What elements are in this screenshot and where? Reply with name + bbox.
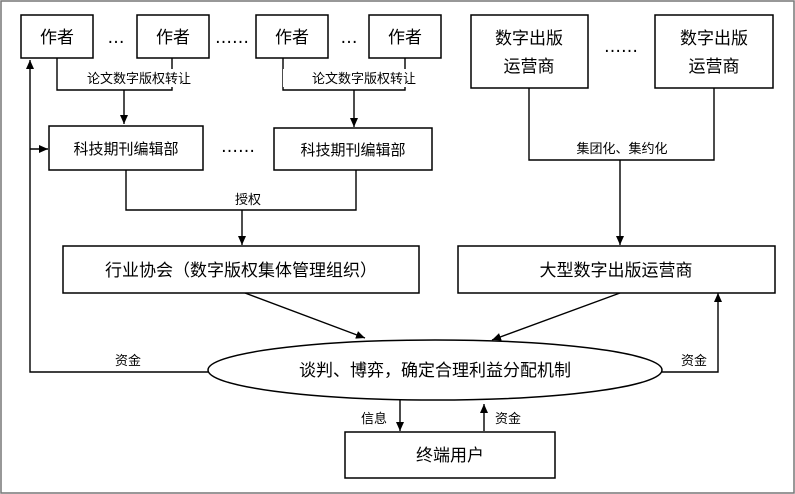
association-label: 行业协会（数字版权集体管理组织） [105,261,377,281]
arrow-operator-to-negotiation [491,292,621,341]
operator-box-label-line1: 数字出版 [680,29,748,49]
funds-label-user: 资金 [495,411,521,427]
operators-ellipsis: …… [604,37,638,57]
arrow-association-to-negotiation [244,292,366,339]
operator-box-1: 数字出版 运营商 [470,14,589,89]
author-box-label: 作者 [388,28,422,48]
author-box-label: 作者 [156,28,190,48]
journal-box-label: 科技期刊编辑部 [300,141,405,159]
copyright-transfer-label-2: 论文数字版权转让 [312,71,416,87]
author-box-2: 作者 [136,14,210,59]
author-box-label: 作者 [40,28,74,48]
journal-box-2: 科技期刊编辑部 [273,127,433,171]
author-box-label: 作者 [275,28,309,48]
funds-label-right: 资金 [681,353,707,369]
operator-box-label-line2: 运营商 [689,57,740,77]
authors-ellipsis-1: … [108,28,125,48]
copyright-label-bg-1 [58,69,220,87]
end-user-label: 终端用户 [416,446,484,466]
consolidation-label-bg [563,139,681,157]
association-box: 行业协会（数字版权集体管理组织） [62,245,420,294]
author-box-1: 作者 [20,14,94,59]
funds-label-left: 资金 [115,353,141,369]
operator-box-label-line2: 运营商 [504,57,555,77]
negotiation-label: 谈判、博弈，确定合理利益分配机制 [299,361,571,381]
journal-box-label: 科技期刊编辑部 [73,140,178,158]
authorize-label: 授权 [235,192,261,208]
info-label: 信息 [361,411,387,427]
authors-ellipsis-3: … [341,28,358,48]
copyright-label-bg-2 [283,69,445,87]
consolidation-label: 集团化、集约化 [576,141,667,157]
operator-box-2: 数字出版 运营商 [654,14,774,89]
negotiation-ellipse: 谈判、博弈，确定合理利益分配机制 [207,339,663,401]
author-box-3: 作者 [255,14,329,59]
journals-ellipsis: …… [221,137,255,157]
funds-line-to-author [26,60,208,373]
operators-merge [528,88,715,161]
author-box-4: 作者 [368,14,442,59]
copyright-transfer-label-1: 论文数字版权转让 [87,71,191,87]
large-operator-label: 大型数字出版运营商 [540,261,693,281]
operator-box-label-line1: 数字出版 [495,29,563,49]
authors-ellipsis-2: …… [215,28,249,48]
journals-merge [125,170,357,211]
journal-box-1: 科技期刊编辑部 [48,125,204,171]
large-operator-box: 大型数字出版运营商 [457,245,776,294]
end-user-box: 终端用户 [344,431,556,479]
funds-line-to-operator [662,293,722,373]
